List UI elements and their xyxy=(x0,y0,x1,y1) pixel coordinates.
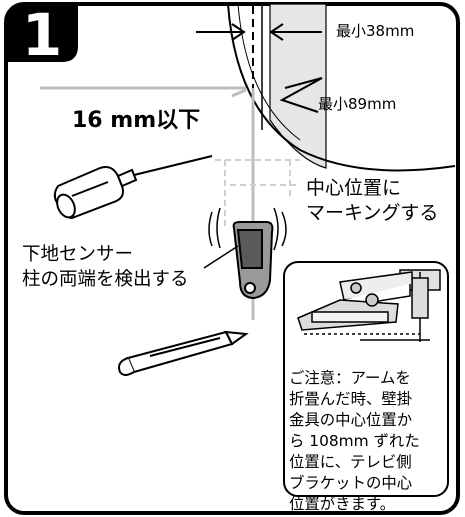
note-line: 位置がきます。 xyxy=(289,495,396,513)
stud-finder-label-line1: 下地センサー xyxy=(22,244,134,265)
note-line: 金具の中心位置か xyxy=(289,411,413,429)
pencil-icon xyxy=(118,330,249,376)
wall-mount-bracket-icon xyxy=(297,269,441,342)
note-line: ブラケットの中心 xyxy=(289,474,413,492)
min-89-label: 最小89mm xyxy=(318,95,397,113)
note-line: 位置に、テレビ側 xyxy=(289,453,412,471)
screwdriver-icon xyxy=(53,155,213,220)
stud-finder-icon xyxy=(208,207,287,300)
wall-curve xyxy=(227,3,456,172)
min-38-arrows xyxy=(196,23,322,41)
stud-finder-label-line2: 柱の両端を検出する xyxy=(22,269,189,290)
min-38-label: 最小38mm xyxy=(336,22,415,40)
max-16-label: 16 mm以下 xyxy=(72,108,201,133)
wall-stud xyxy=(269,3,327,169)
step-number-tab xyxy=(6,4,78,62)
caution-note: ご注意：アームを 折畳んだ時、壁掛 金具の中心位置か ら 108mm ずれた 位… xyxy=(289,368,451,515)
step-number: 1 xyxy=(21,1,63,69)
note-line: ご注意：アームを xyxy=(289,369,411,387)
note-line: 折畳んだ時、壁掛 xyxy=(289,390,413,408)
center-mark-label-line1: 中心位置に xyxy=(306,177,402,199)
min-89-arrows xyxy=(279,77,323,113)
note-line: ら 108mm ずれた xyxy=(289,432,420,450)
center-mark-label-line2: マーキングする xyxy=(306,202,439,224)
